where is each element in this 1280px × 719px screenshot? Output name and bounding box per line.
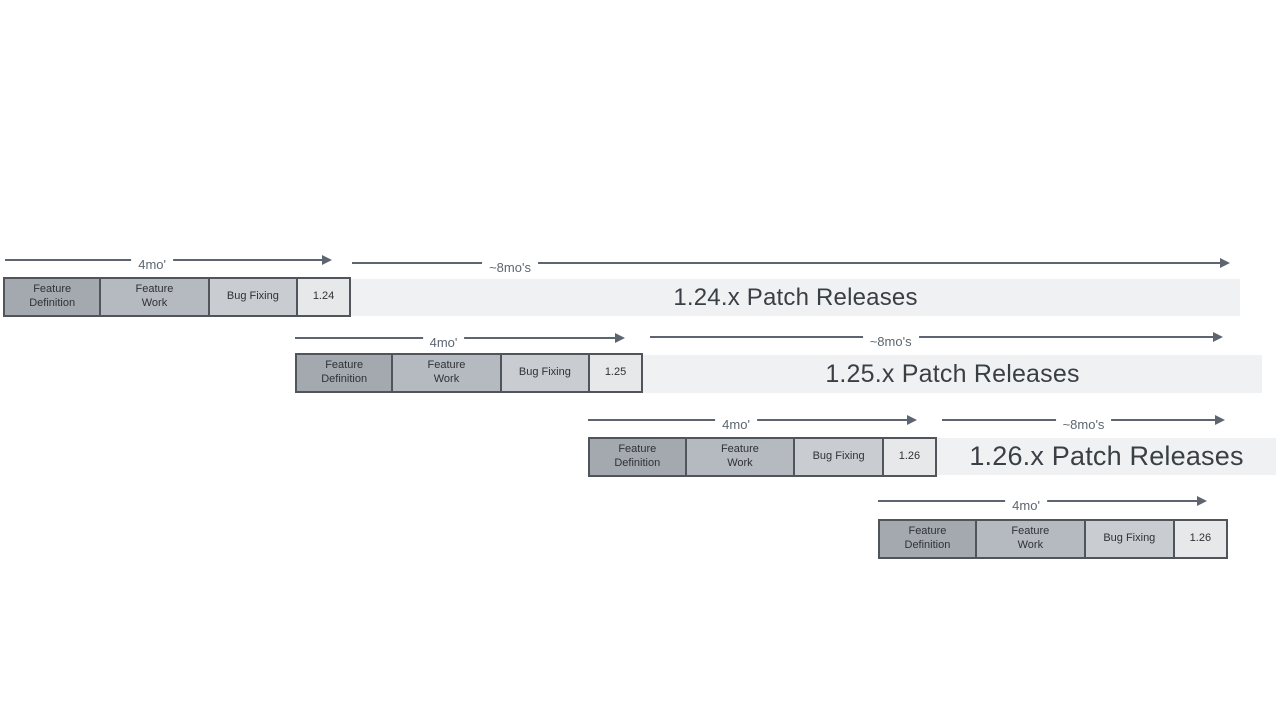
arrow-head-icon — [1220, 258, 1230, 268]
phase-bug-fixing: Bug Fixing — [795, 439, 884, 475]
phase-bug-fixing: Bug Fixing — [501, 355, 591, 391]
phase-feature-definition: Feature Definition — [5, 279, 102, 315]
dev-duration-label: 4mo' — [1005, 496, 1047, 512]
arrow-head-icon — [907, 415, 917, 425]
version-label: 1.26 — [1189, 532, 1212, 545]
phase-label: Feature Definition — [29, 283, 76, 309]
patch-releases-bar: 1.26.x Patch Releases — [937, 438, 1276, 475]
arrow-head-icon — [1213, 332, 1223, 342]
arrow-head-icon — [1215, 415, 1225, 425]
phase-label: Bug Fixing — [1103, 532, 1156, 545]
arrow-head-icon — [1197, 496, 1207, 506]
phase-label: Bug Fixing — [812, 450, 865, 463]
patch-releases-label: 1.24.x Patch Releases — [673, 283, 918, 311]
dev-duration-label: 4mo' — [715, 415, 757, 431]
version-box: 1.24 — [298, 279, 349, 315]
phase-bug-fixing: Bug Fixing — [209, 279, 299, 315]
patch-duration-label: ~8mo's — [482, 258, 538, 274]
phase-feature-definition: Feature Definition — [590, 439, 687, 475]
phase-label: Bug Fixing — [518, 366, 571, 379]
phase-label: Feature Work — [427, 359, 466, 385]
phase-feature-work: Feature Work — [686, 439, 796, 475]
patch-duration-label: ~8mo's — [1055, 415, 1112, 431]
patch-duration-label: ~8mo's — [862, 332, 919, 348]
release-phase-boxes: Feature Definition Feature Work Bug Fixi… — [295, 353, 643, 393]
dev-duration-label: 4mo' — [131, 255, 174, 271]
patch-releases-bar: 1.24.x Patch Releases — [351, 279, 1240, 316]
version-box: 1.26 — [883, 439, 935, 475]
phase-label: Feature Work — [1011, 525, 1050, 551]
phase-bug-fixing: Bug Fixing — [1085, 521, 1175, 557]
phase-feature-definition: Feature Definition — [297, 355, 394, 391]
phase-label: Feature Definition — [321, 359, 368, 385]
dev-duration-label: 4mo' — [422, 333, 465, 349]
phase-label: Feature Definition — [614, 443, 661, 469]
phase-label: Feature Work — [720, 443, 759, 469]
version-label: 1.26 — [898, 450, 921, 463]
release-phase-boxes: Feature Definition Feature Work Bug Fixi… — [3, 277, 351, 317]
phase-feature-work: Feature Work — [101, 279, 210, 315]
phase-feature-work: Feature Work — [393, 355, 502, 391]
arrow-line — [352, 262, 1223, 264]
phase-label: Bug Fixing — [226, 290, 279, 303]
version-box: 1.26 — [1174, 521, 1226, 557]
version-label: 1.25 — [604, 366, 627, 379]
arrow-head-icon — [615, 333, 625, 343]
release-phase-boxes: Feature Definition Feature Work Bug Fixi… — [878, 519, 1228, 559]
version-box: 1.25 — [590, 355, 641, 391]
arrow-head-icon — [322, 255, 332, 265]
phase-feature-definition: Feature Definition — [880, 521, 977, 557]
release-phase-boxes: Feature Definition Feature Work Bug Fixi… — [588, 437, 937, 477]
phase-label: Feature Work — [135, 283, 174, 309]
version-label: 1.24 — [312, 290, 335, 303]
phase-feature-work: Feature Work — [976, 521, 1086, 557]
arrow-line — [650, 336, 1216, 338]
patch-releases-label: 1.25.x Patch Releases — [825, 359, 1080, 388]
patch-releases-label: 1.26.x Patch Releases — [969, 441, 1244, 471]
patch-releases-bar: 1.25.x Patch Releases — [643, 355, 1262, 393]
phase-label: Feature Definition — [904, 525, 951, 551]
